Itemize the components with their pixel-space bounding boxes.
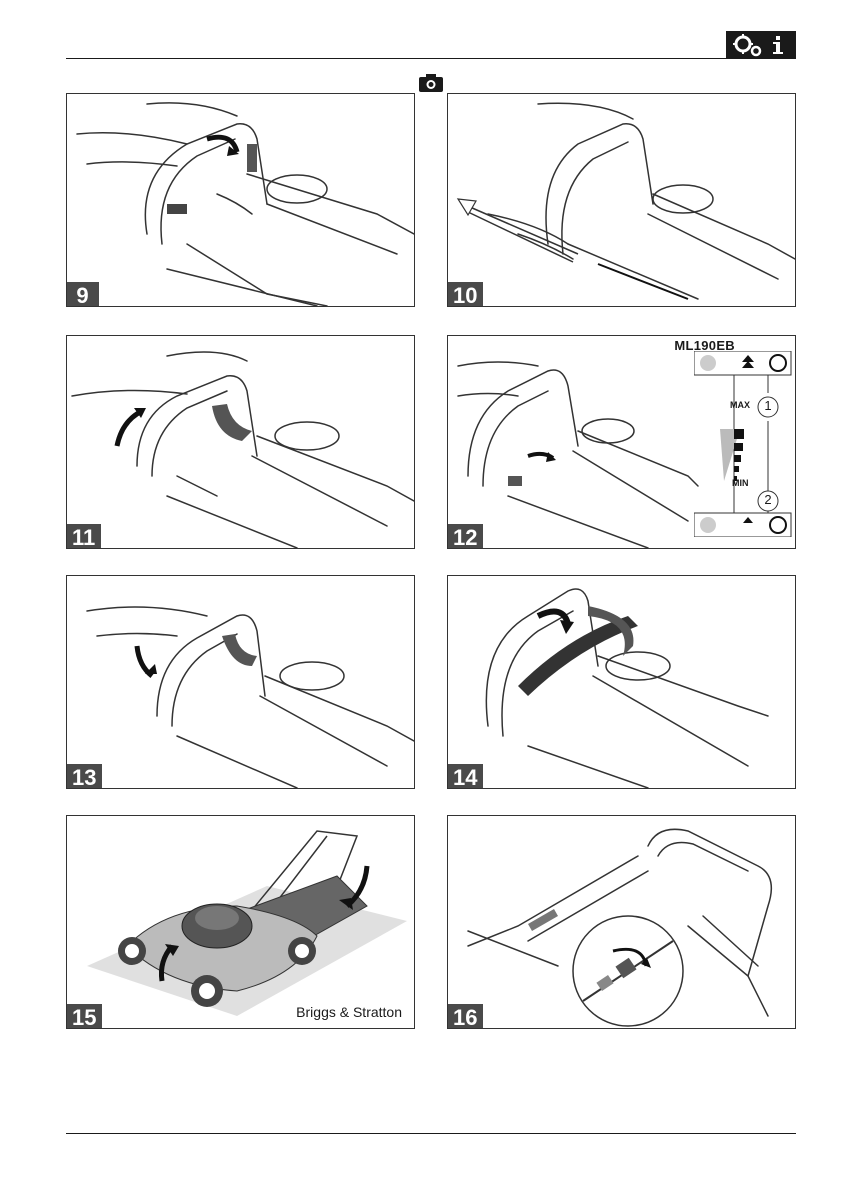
bail-release-illustration xyxy=(67,576,414,788)
blade-fast-icon xyxy=(770,355,786,371)
figure-number: 12 xyxy=(447,521,486,549)
gauge-marker-1: 1 xyxy=(762,398,774,413)
figure-panel-13: 13 xyxy=(66,575,415,789)
gears-info-icon xyxy=(726,31,796,59)
figure-panel-9: 9 xyxy=(66,93,415,307)
speed-gauge xyxy=(694,351,792,537)
figure-number: 14 xyxy=(447,761,486,789)
figure-number: 11 xyxy=(66,521,104,549)
turtle-icon xyxy=(700,355,716,371)
gauge-min-label: MIN xyxy=(732,478,749,488)
gauge-max-label: MAX xyxy=(730,400,750,410)
mower-overview-illustration xyxy=(67,816,414,1028)
figure-panel-11: 11 xyxy=(66,335,415,549)
camera-icon xyxy=(418,73,444,93)
figure-panel-12: ML190EB MAX MIN 1 2 12 xyxy=(447,335,796,549)
figure-number: 10 xyxy=(447,279,486,307)
header-rule xyxy=(66,58,726,59)
figure-number: 13 xyxy=(66,761,105,789)
brand-label: Briggs & Stratton xyxy=(296,1004,402,1020)
figure-number: 9 xyxy=(66,279,102,307)
settings-info-badge xyxy=(726,31,796,59)
figure-panel-10: 10 xyxy=(447,93,796,307)
footer-rule xyxy=(66,1133,796,1134)
figure-number: 15 xyxy=(66,1001,105,1029)
figure-panel-15: Briggs & Stratton 15 xyxy=(66,815,415,1029)
rabbit-icon xyxy=(700,517,716,533)
bail-fold-illustration xyxy=(448,576,795,788)
cable-pull-illustration xyxy=(448,94,795,306)
blade-slow-icon xyxy=(770,517,786,533)
gauge-marker-2: 2 xyxy=(762,492,774,507)
handle-fold-illustration xyxy=(67,94,414,306)
figure-panel-14: 14 xyxy=(447,575,796,789)
figure-number: 16 xyxy=(447,1001,486,1029)
cable-connection-illustration xyxy=(448,816,795,1028)
bail-lever-illustration xyxy=(67,336,414,548)
figure-panel-16: 16 xyxy=(447,815,796,1029)
